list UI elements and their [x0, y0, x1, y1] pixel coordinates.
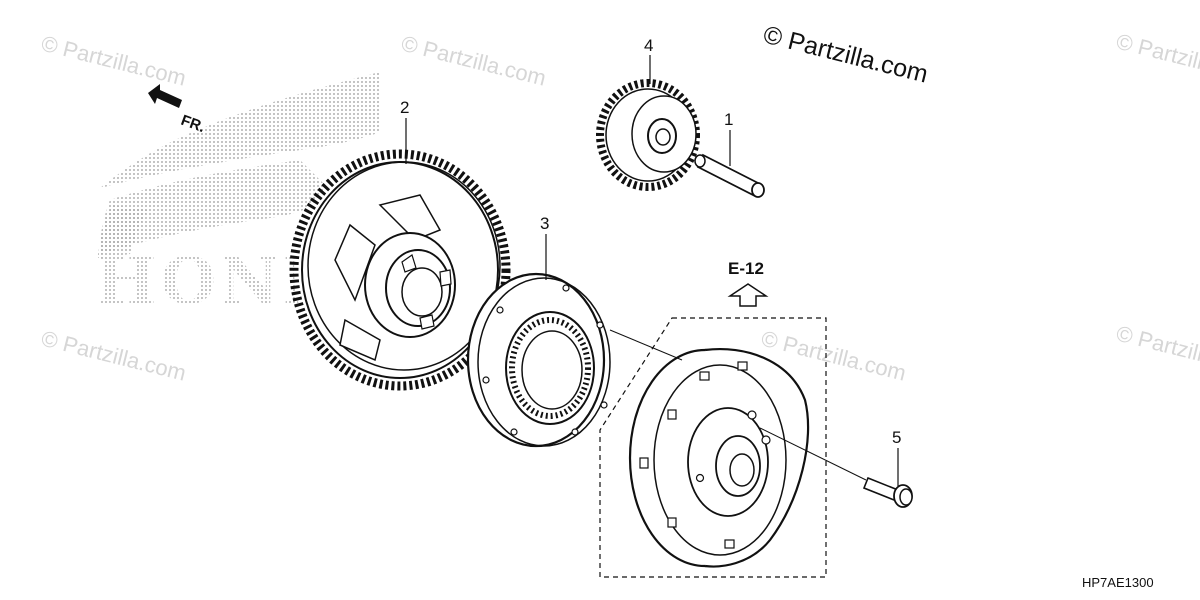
callout-3: 3	[540, 214, 549, 280]
starter-idle-gear	[596, 79, 700, 191]
callout-number: 3	[540, 214, 549, 233]
callout-2: 2	[400, 98, 409, 164]
diagram-code: HP7AE1300	[1082, 575, 1154, 590]
reference-box	[599, 317, 827, 578]
flywheel	[628, 348, 810, 568]
pin	[694, 153, 765, 198]
callout-1: 1	[724, 110, 733, 166]
callout-number: 5	[892, 428, 901, 447]
arrow-icon	[148, 84, 182, 108]
starter-driven-gear	[289, 149, 511, 391]
flange-bolt	[862, 476, 913, 508]
copyright-notice: © Partzilla.com	[761, 21, 931, 89]
callout-number: 4	[644, 36, 653, 55]
callout-number: 1	[724, 110, 733, 129]
callout-number: 2	[400, 98, 409, 117]
reference-label: E-12	[728, 259, 764, 278]
up-arrow-icon	[727, 283, 769, 307]
callout-4: 4	[644, 36, 653, 84]
watermark: © Partzilla.com	[399, 31, 549, 91]
starter-one-way-clutch	[466, 272, 611, 448]
reference-arrow: E-12	[727, 259, 769, 307]
watermark: © Partzilla.com	[1114, 321, 1200, 381]
watermark: © Partzilla.com	[1114, 29, 1200, 89]
assembly-lines	[609, 329, 867, 481]
watermark: © Partzilla.com	[39, 326, 189, 386]
callout-5: 5	[892, 428, 901, 486]
front-direction-arrow: FR.	[148, 84, 207, 136]
watermark: © Partzilla.com	[39, 31, 189, 91]
honda-wing-logo	[98, 72, 380, 258]
